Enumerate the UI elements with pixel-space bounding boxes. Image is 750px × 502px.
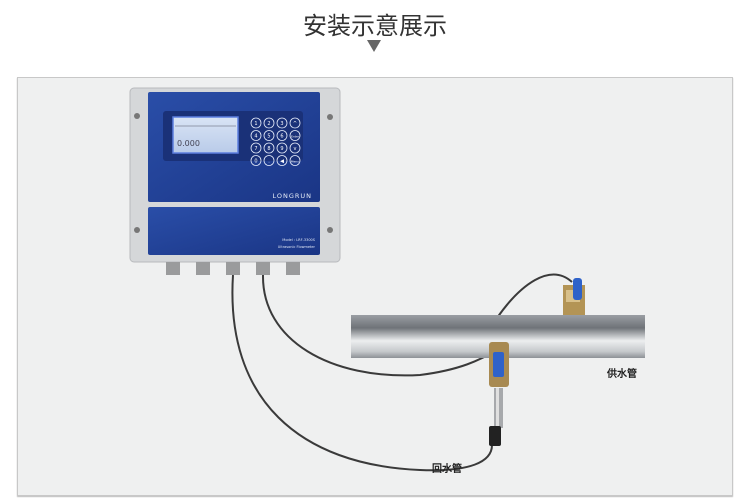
supply-cable-upper [496, 273, 573, 319]
key-button[interactable] [289, 142, 301, 154]
key-label: 8 [267, 146, 270, 152]
supply-sensor-valve [563, 278, 585, 315]
key-button[interactable] [250, 142, 262, 154]
key-label: 4 [254, 134, 257, 140]
key-button[interactable] [250, 130, 262, 141]
key-label: . [268, 159, 270, 165]
key-button[interactable] [289, 155, 301, 166]
key-button[interactable] [289, 117, 301, 129]
brand-logo: LONGRUN [272, 192, 312, 200]
supply-pipe-label: 供水管 [606, 367, 637, 380]
display-value: 0.000 [177, 139, 200, 148]
key-button[interactable] [250, 155, 262, 166]
keypad[interactable]: 1 2 3 ^ 4 5 6 Enter 7 8 9 v 0. ◀ Menu [250, 117, 301, 166]
page-title: 安装示意展示 [303, 12, 447, 40]
key-label: ◀ [280, 159, 284, 165]
device-type-label: Ultrasonic Flowmeter [278, 245, 316, 249]
key-button[interactable] [289, 130, 301, 141]
return-sensor [489, 342, 509, 446]
key-label: 0 [254, 159, 257, 165]
cable-glands [166, 262, 300, 275]
key-label: 7 [254, 146, 257, 152]
key-button[interactable] [276, 117, 288, 129]
key-label: 3 [280, 121, 283, 127]
key-label: 5 [267, 134, 270, 140]
model-label: Model : LRF-3300S [282, 238, 315, 242]
supply-cable-lower [261, 274, 498, 377]
key-button[interactable] [263, 142, 275, 154]
return-pipe-label: 回水管 [432, 462, 462, 475]
key-button[interactable] [263, 117, 275, 129]
key-label: ^ [293, 121, 297, 127]
key-button[interactable] [276, 130, 288, 141]
key-button[interactable] [263, 155, 275, 166]
key-button[interactable] [276, 155, 288, 166]
key-label: 9 [280, 146, 283, 152]
key-button[interactable] [250, 117, 262, 129]
key-label: 2 [267, 121, 270, 127]
key-label: Enter [291, 135, 300, 139]
key-label: 6 [280, 134, 283, 140]
key-label: 1 [254, 121, 257, 127]
key-label: v [294, 146, 297, 152]
key-button[interactable] [276, 142, 288, 154]
return-cable [231, 274, 493, 472]
flowmeter-device: 0.000 1 2 3 ^ 4 5 6 Enter 7 8 9 v 0. ◀ Menu LONGRUN Mo… [129, 87, 341, 275]
triangle-down-icon [367, 40, 381, 52]
key-label: Menu [291, 160, 299, 164]
key-button[interactable] [263, 130, 275, 141]
